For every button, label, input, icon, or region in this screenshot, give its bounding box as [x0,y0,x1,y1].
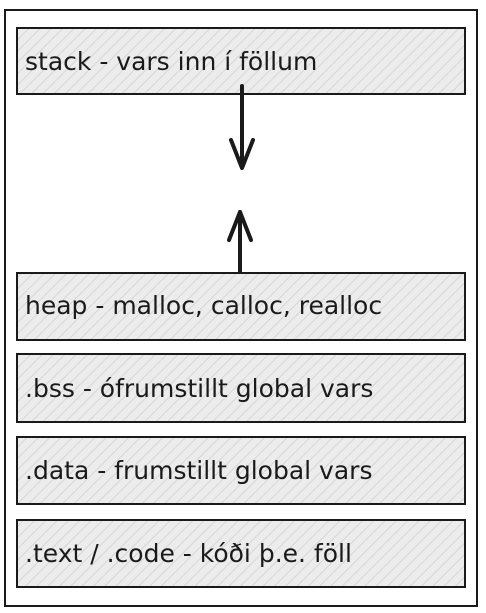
segment-heap-label: heap - malloc, calloc, realloc [25,291,382,320]
segment-bss-box [16,353,466,423]
segment-data-box [16,436,466,505]
segment-heap-box [16,272,466,341]
stack-growth-arrow-head [229,138,255,170]
segment-heap: heap - malloc, calloc, realloc [16,272,466,341]
segment-stack: stack - vars inn í föllum [16,27,466,95]
segment-stack-box [16,27,466,95]
segment-data-label: .data - frumstillt global vars [25,456,372,485]
segment-bss: .bss - ófrumstillt global vars [16,353,466,423]
heap-growth-arrow-head [227,210,253,242]
segment-stack-label: stack - vars inn í föllum [25,47,317,76]
segment-text: .text / .code - kóði þ.e. föll [16,519,466,588]
segment-text-box [16,519,466,588]
stack-growth-arrow [229,84,255,170]
segment-bss-label: .bss - ófrumstillt global vars [25,374,373,403]
segment-text-label: .text / .code - kóði þ.e. föll [25,539,352,568]
segment-data: .data - frumstillt global vars [16,436,466,505]
